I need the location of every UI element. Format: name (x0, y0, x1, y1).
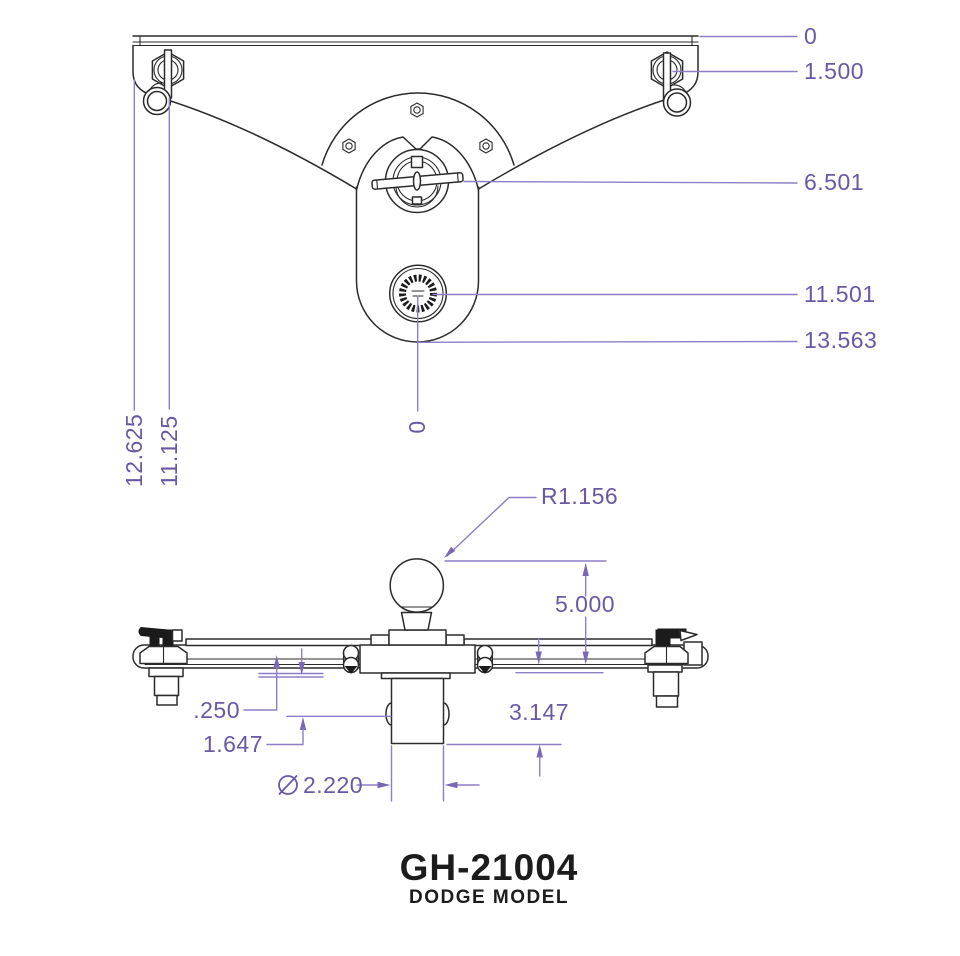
clamp-stud (153, 675, 180, 697)
dim-ball-radius: R1.156 (444, 483, 618, 558)
safety-chain-anchor-right (650, 51, 692, 117)
top-view-drawing: 0 1.500 6.501 11.501 13.563 12.625 11.12… (121, 23, 877, 487)
rail-top-strap-left (185, 638, 373, 647)
hex-bolt-icon (342, 138, 356, 154)
dim-label: 6.501 (804, 169, 864, 195)
dim-pin-height: 1.647 (203, 715, 392, 757)
dim-plate-offset: .250 (193, 648, 324, 723)
dim-label: .250 (193, 697, 240, 723)
latch-handle-assembly (371, 148, 464, 214)
dim-label: 1.500 (804, 58, 864, 84)
center-block (359, 644, 476, 674)
dim-label: 3.147 (509, 699, 569, 725)
flange-ear-left (370, 634, 390, 646)
top-view-dimension-bottom: 0 (404, 295, 430, 434)
ball-neck (400, 611, 433, 631)
front-view-dimensions: R1.156 5.000 3.147 (193, 483, 618, 802)
hex-bolt-icon (479, 138, 493, 154)
dim-label-rotated: 0 (404, 420, 430, 433)
latch-top-tab (410, 155, 424, 169)
rail-top-strap-right (463, 638, 653, 647)
flange-ear-right (445, 634, 465, 646)
clamp-handle-tip (679, 629, 698, 642)
head-fan-arc (321, 92, 515, 166)
dim-label: R1.156 (541, 483, 618, 509)
title-block: GH-21004 DODGE MODEL (400, 847, 579, 908)
bracket-right-edge (477, 44, 699, 190)
bottom-plate (380, 672, 451, 680)
ball-flange (388, 629, 447, 646)
dim-label: 5.000 (555, 591, 615, 617)
block-bolt-right (476, 644, 494, 674)
clamp-right (644, 628, 703, 708)
model-number: GH-21004 (400, 847, 579, 888)
hitch-ball-front (370, 558, 465, 646)
top-view-dimensions-right: 0 1.500 6.501 11.501 13.563 (417, 23, 877, 353)
top-view-dimensions-left: 12.625 11.125 (121, 79, 182, 487)
fan-hex-bolts (342, 102, 493, 154)
dim-label: 0 (804, 23, 817, 49)
center-block-and-shank (359, 644, 476, 745)
dim-ball-height: 5.000 (444, 560, 615, 665)
latch-pin (412, 171, 422, 191)
dim-label-rotated: 12.625 (121, 414, 147, 487)
cross-plate (132, 35, 699, 47)
front-view-drawing: R1.156 5.000 3.147 (132, 483, 709, 802)
bracket-left-edge (132, 44, 358, 190)
dim-shank-length: 3.147 (446, 638, 604, 777)
dim-label-rotated: 11.125 (156, 415, 182, 487)
hex-bolt-icon (410, 102, 424, 118)
dim-shank-diameter: 2.220 (278, 745, 480, 802)
safety-chain-anchor-left (142, 49, 185, 116)
clamp-left (138, 626, 188, 706)
block-bolt-left (342, 644, 360, 674)
dim-label: 11.501 (804, 281, 876, 307)
clamp-flange (148, 667, 184, 678)
diameter-symbol-icon (278, 774, 298, 796)
dim-label: 2.220 (303, 772, 363, 798)
model-subtitle: DODGE MODEL (409, 887, 569, 908)
dim-label: 1.647 (203, 731, 263, 757)
latch-bottom-tab (411, 196, 423, 205)
clamp-flange (647, 664, 683, 673)
clamp-handle-cap (171, 629, 183, 642)
clamp-stud (652, 671, 680, 697)
shank-tube (390, 677, 445, 745)
dim-label: 13.563 (804, 327, 877, 353)
ball-sphere (389, 558, 445, 613)
